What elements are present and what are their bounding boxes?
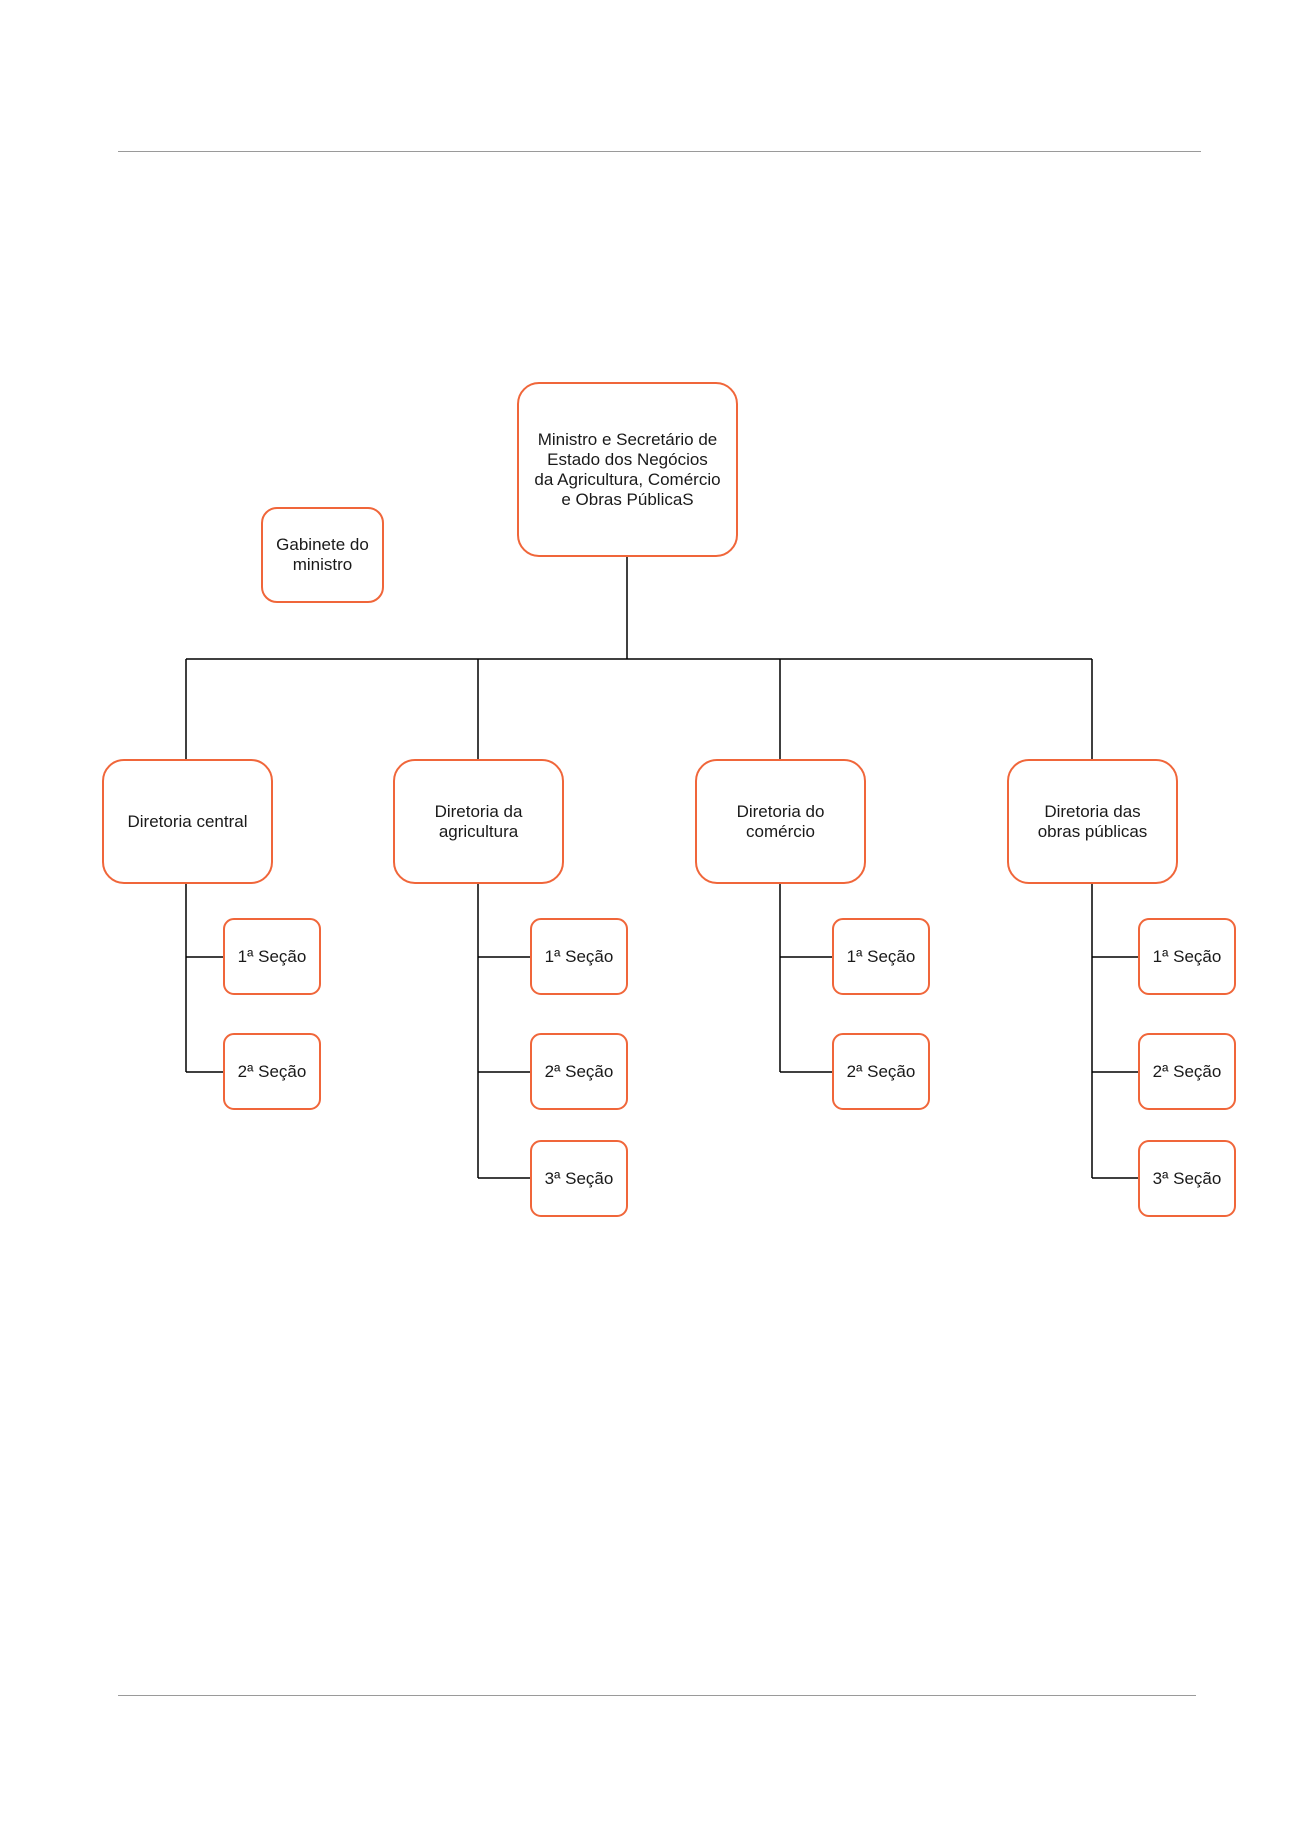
section-node: 3ª Seção	[1138, 1140, 1236, 1217]
section-label: 3ª Seção	[1152, 1168, 1222, 1188]
section-label: 1ª Seção	[544, 946, 614, 966]
section-label: 2ª Seção	[1152, 1061, 1222, 1081]
section-node: 1ª Seção	[223, 918, 321, 995]
directorate-node: Diretoria central	[102, 759, 273, 884]
directorate-node: Diretoria da agricultura	[393, 759, 564, 884]
directorate-node: Diretoria das obras públicas	[1007, 759, 1178, 884]
directorate-label: Diretoria das obras públicas	[1037, 801, 1148, 841]
section-label: 2ª Seção	[846, 1061, 916, 1081]
section-node: 2ª Seção	[1138, 1033, 1236, 1110]
directorate-label: Diretoria central	[127, 811, 248, 831]
section-node: 2ª Seção	[530, 1033, 628, 1110]
footer-rule	[118, 1695, 1196, 1696]
section-label: 2ª Seção	[544, 1061, 614, 1081]
section-node: 3ª Seção	[530, 1140, 628, 1217]
directorate-label: Diretoria do comércio	[736, 801, 825, 841]
section-label: 1ª Seção	[1152, 946, 1222, 966]
cabinet-node-label: Gabinete do ministro	[276, 535, 369, 574]
section-label: 3ª Seção	[544, 1168, 614, 1188]
section-label: 1ª Seção	[237, 946, 307, 966]
directorate-label: Diretoria da agricultura	[434, 801, 523, 841]
root-node-label: Ministro e Secretário de Estado dos Negó…	[534, 429, 721, 509]
header-rule	[118, 151, 1201, 152]
section-node: 1ª Seção	[530, 918, 628, 995]
section-label: 2ª Seção	[237, 1061, 307, 1081]
cabinet-node: Gabinete do ministro	[261, 507, 384, 603]
section-node: 1ª Seção	[1138, 918, 1236, 995]
section-node: 1ª Seção	[832, 918, 930, 995]
section-node: 2ª Seção	[832, 1033, 930, 1110]
section-node: 2ª Seção	[223, 1033, 321, 1110]
directorate-node: Diretoria do comércio	[695, 759, 866, 884]
section-label: 1ª Seção	[846, 946, 916, 966]
root-node: Ministro e Secretário de Estado dos Negó…	[517, 382, 738, 557]
